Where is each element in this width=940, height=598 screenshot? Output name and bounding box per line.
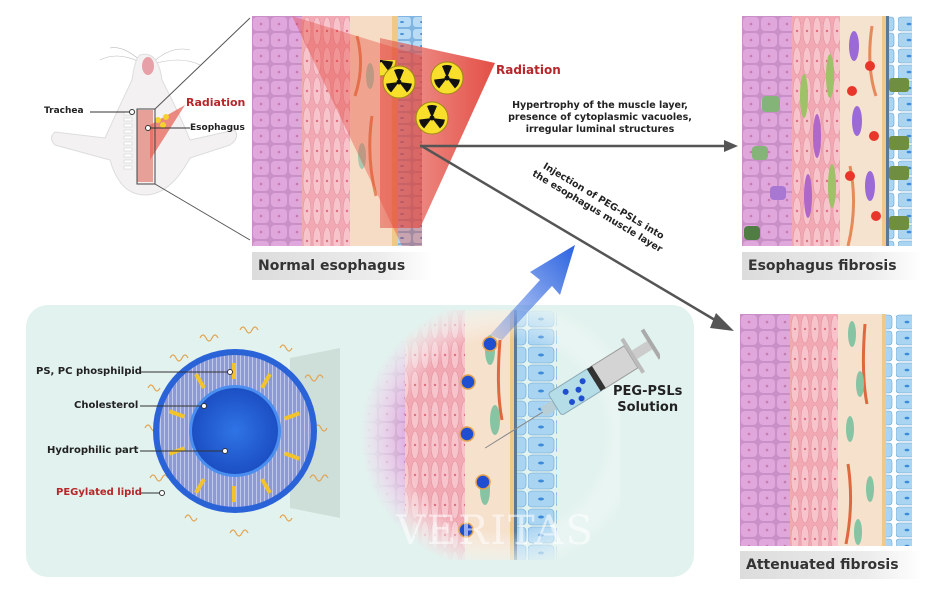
fibrosis-arrow <box>420 140 738 152</box>
syringe-label: PEG-PSLs Solution <box>613 384 682 416</box>
fibrosis-caption: Esophagus fibrosis <box>742 252 922 280</box>
treated-tissue-view <box>360 310 620 560</box>
fibrosis-text-line: irregular luminal structures <box>525 124 675 135</box>
fibrosis-text-line: presence of cytoplasmic vacuoles, <box>508 112 692 123</box>
treatment-arrow <box>420 145 734 331</box>
fibrosis-text-line: Hypertrophy of the muscle layer, <box>512 100 688 111</box>
fibrosis-arrow-text: Hypertrophy of the muscle layer, presenc… <box>480 100 720 136</box>
hydrophilic-label: Hydrophilic part <box>47 445 139 456</box>
radiation-icon <box>382 65 416 99</box>
pegylated-label: PEGylated lipid <box>56 487 142 498</box>
normal-esophagus-caption: Normal esophagus <box>252 252 432 280</box>
trachea-pointer <box>90 109 135 115</box>
liposome-pointer-lines <box>140 369 233 496</box>
radiation-symbols <box>380 60 470 140</box>
phospholipid-label: PS, PC phosphilpid <box>36 366 142 377</box>
esophagus-label: Esophagus <box>190 123 245 133</box>
attenuated-caption: Attenuated fibrosis <box>740 551 922 579</box>
syringe-icon <box>484 328 660 449</box>
injected-liposomes <box>458 336 498 538</box>
syringe-label-line2: Solution <box>617 400 679 415</box>
zoom-connector-lines <box>154 17 251 241</box>
attenuated-tissue <box>740 314 912 546</box>
liposome-illustration <box>144 326 340 537</box>
radiation-icon <box>415 101 449 135</box>
watermark: VERITAS <box>396 508 595 554</box>
radiation-icon <box>430 61 464 95</box>
esophagus-pointer <box>145 125 190 131</box>
mouse-radiation-label: Radiation <box>186 96 246 109</box>
radiation-label: Radiation <box>496 63 561 77</box>
cholesterol-label: Cholesterol <box>74 400 139 411</box>
injection-arrow <box>490 245 575 340</box>
trachea-label: Trachea <box>44 106 84 116</box>
fibrosis-tissue <box>742 16 912 246</box>
syringe-label-line1: PEG-PSLs <box>613 384 683 399</box>
